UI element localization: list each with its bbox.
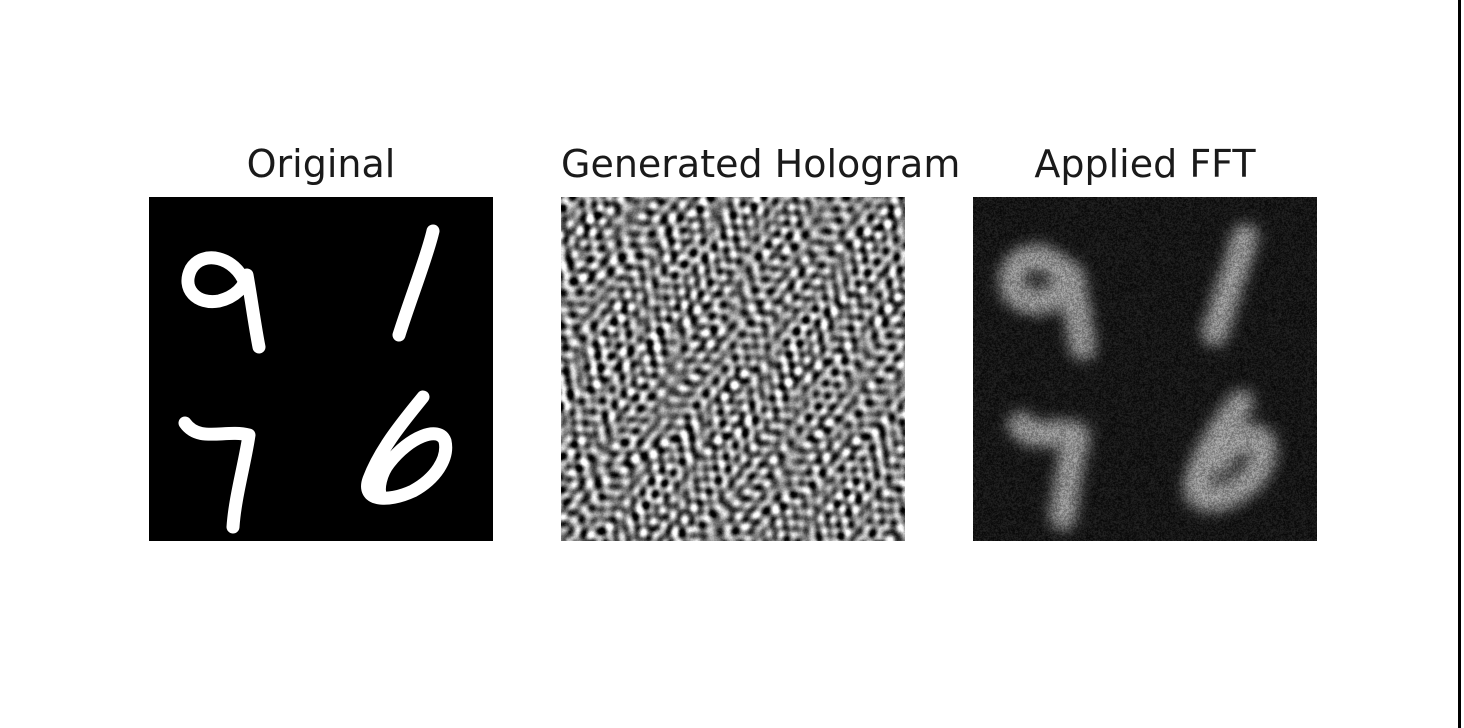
original-digits-image [149,197,493,541]
hologram-canvas [561,197,905,541]
digit-9 [181,251,266,354]
digit-6 [361,390,453,505]
fft-reconstruction-image [973,197,1317,541]
panel-fft: Applied FFT [973,140,1317,541]
original-digits-svg [149,197,493,541]
digit-1 [392,224,440,342]
panel-title-fft: Applied FFT [1034,142,1256,186]
panel-title-hologram: Generated Hologram [561,142,961,186]
panel-hologram: Generated Hologram [561,140,961,541]
fft-canvas [973,197,1317,541]
panel-original: Original [149,140,493,541]
window-right-edge [1458,0,1461,728]
panel-title-original: Original [246,142,396,186]
hologram-image [561,197,905,541]
digit-7 [178,416,256,534]
